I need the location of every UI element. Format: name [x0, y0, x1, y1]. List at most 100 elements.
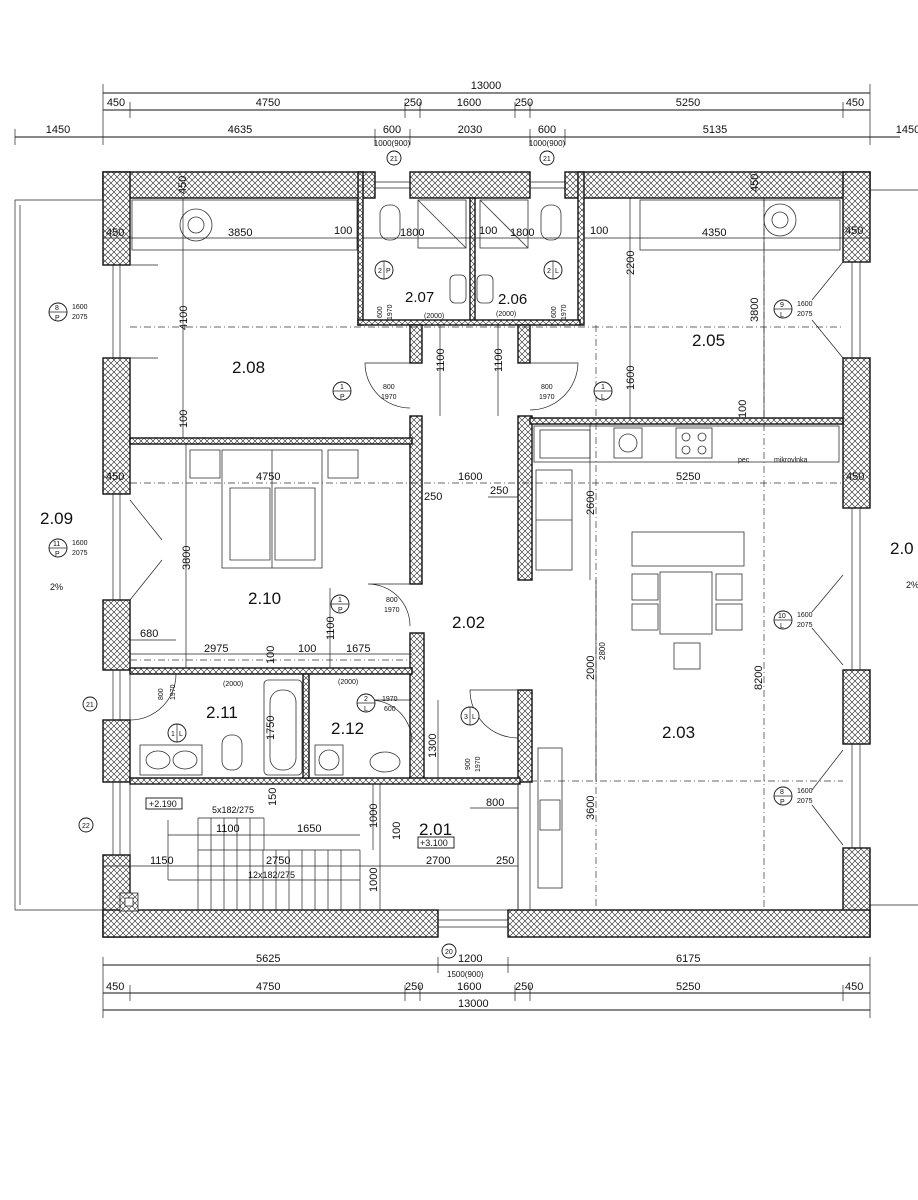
svg-text:2: 2 [547, 268, 551, 275]
svg-text:1000: 1000 [368, 804, 380, 828]
svg-text:2075: 2075 [797, 311, 813, 318]
room-label-2-10: 2.10 [248, 589, 281, 608]
height-note-2-12: (2000) [338, 679, 358, 686]
svg-text:P: P [780, 799, 785, 806]
dimension-chains-top: 13000 450 4750 250 1600 250 5250 450 145… [14, 80, 918, 148]
ref-tag-20: 20 [445, 949, 453, 956]
svg-text:100: 100 [334, 225, 352, 237]
room-label-2-06: 2.06 [498, 291, 527, 308]
svg-text:1000: 1000 [368, 868, 380, 892]
svg-text:2075: 2075 [797, 622, 813, 629]
svg-text:8200: 8200 [753, 666, 765, 690]
svg-text:450: 450 [846, 471, 864, 483]
svg-text:1970: 1970 [382, 696, 398, 703]
level-notes: +2.190 +3.100 2% 2% 5x182/275 12x182/275… [50, 311, 918, 880]
appliance-oven: pec [738, 457, 750, 464]
svg-text:1600: 1600 [797, 788, 813, 795]
svg-text:1600: 1600 [797, 301, 813, 308]
stair-lower-label: 12x182/275 [248, 870, 295, 880]
svg-text:100: 100 [178, 410, 190, 428]
window-tags: 8 P 1600 2075 9 L 1600 2075 11 P 1600 20… [48, 299, 813, 806]
ref-tag-22: 22 [82, 823, 90, 830]
svg-text:1600: 1600 [72, 540, 88, 547]
appliance-microwave: mikrovlnka [774, 457, 808, 464]
svg-text:P: P [340, 394, 345, 401]
door-tag-2-10: 1 P 800 1970 [330, 594, 400, 614]
door-tag-2-06: 2 L 600 1970 [543, 260, 568, 320]
svg-text:2075: 2075 [72, 550, 88, 557]
dimension-chains-bottom: 5625 1200 1500(900) 6175 450 4750 250 16… [102, 953, 871, 1018]
window-tag-9: 9 L 1600 2075 [773, 299, 813, 319]
window-tag-11: 11 P 1600 2075 [48, 538, 88, 558]
door-swings [129, 261, 844, 846]
svg-text:1970: 1970 [539, 394, 555, 401]
svg-text:450: 450 [749, 174, 761, 192]
svg-text:3: 3 [464, 714, 468, 721]
dim-bottom-row2-1: 450 [106, 981, 124, 993]
svg-text:L: L [555, 268, 559, 275]
svg-text:1800: 1800 [510, 227, 534, 239]
svg-text:100: 100 [391, 822, 403, 840]
svg-text:P: P [386, 268, 391, 275]
door-tag-2-03: 3 L 900 1970 [460, 706, 482, 772]
svg-text:800: 800 [383, 384, 395, 391]
dim-top-6: 5250 [676, 97, 700, 109]
svg-text:150: 150 [267, 788, 279, 806]
svg-text:1600: 1600 [625, 366, 637, 390]
svg-text:1: 1 [340, 384, 344, 391]
svg-text:100: 100 [737, 400, 749, 418]
dim-bottom-5625: 5625 [256, 953, 280, 965]
svg-text:1600: 1600 [72, 304, 88, 311]
svg-text:5250: 5250 [676, 471, 700, 483]
svg-text:900: 900 [465, 758, 472, 770]
level-hall: +3.100 [420, 838, 448, 848]
dim-top-row2-9: 1450 [896, 124, 918, 136]
svg-text:1970: 1970 [475, 756, 482, 772]
dim-top-1: 450 [107, 97, 125, 109]
terrace-outlines [14, 189, 918, 911]
dim-top-row2-8: 5135 [703, 124, 727, 136]
door-tags: 1 P 800 1970 1 L 800 1970 1 P 800 1970 1… [158, 260, 613, 772]
svg-text:2: 2 [364, 696, 368, 703]
svg-text:800: 800 [386, 597, 398, 604]
dim-bottom-row2-6: 5250 [676, 981, 700, 993]
reference-tags: 21 21 21 22 20 [78, 150, 555, 959]
svg-text:100: 100 [265, 646, 277, 664]
svg-text:1: 1 [601, 384, 605, 391]
svg-text:800: 800 [486, 797, 504, 809]
svg-text:L: L [780, 312, 784, 319]
dim-top-row2-2: 4635 [228, 124, 252, 136]
dim-total-top: 13000 [471, 80, 502, 92]
svg-text:450: 450 [845, 225, 863, 237]
svg-text:1100: 1100 [325, 616, 337, 640]
svg-text:2000: 2000 [585, 656, 597, 680]
svg-text:3600: 3600 [585, 796, 597, 820]
svg-text:2600: 2600 [585, 491, 597, 515]
svg-text:1970: 1970 [387, 304, 394, 320]
slope-left: 2% [50, 582, 63, 592]
svg-text:1650: 1650 [297, 823, 321, 835]
door-tag-2-07: 2 P 600 1970 [374, 260, 394, 320]
room-label-2-01: 2.01 [419, 820, 452, 839]
room-labels: 2.08 2.05 2.07 2.06 2.09 2.10 2.02 2.03 … [40, 289, 914, 839]
svg-text:100: 100 [590, 225, 608, 237]
svg-text:600: 600 [377, 306, 384, 318]
svg-text:L: L [780, 623, 784, 630]
dim-bottom-row2-7: 450 [845, 981, 863, 993]
window-tag-8: 8 P 1600 2075 [48, 302, 88, 322]
furniture [131, 199, 841, 889]
door-tag-2-12: 2 L 1970 600 [356, 693, 398, 713]
svg-text:450: 450 [106, 227, 124, 239]
dim-top-3: 250 [404, 97, 422, 109]
svg-text:L: L [364, 706, 368, 713]
svg-text:2200: 2200 [625, 251, 637, 275]
svg-text:2800: 2800 [598, 642, 607, 660]
dim-top-5: 250 [515, 97, 533, 109]
height-note-2-07: (2000) [424, 313, 444, 320]
dim-top-row2-7: 1000(900) [529, 139, 566, 148]
room-label-2-08: 2.08 [232, 358, 265, 377]
svg-text:1675: 1675 [346, 643, 370, 655]
svg-text:250: 250 [424, 491, 442, 503]
slope-right: 2% [906, 580, 918, 590]
